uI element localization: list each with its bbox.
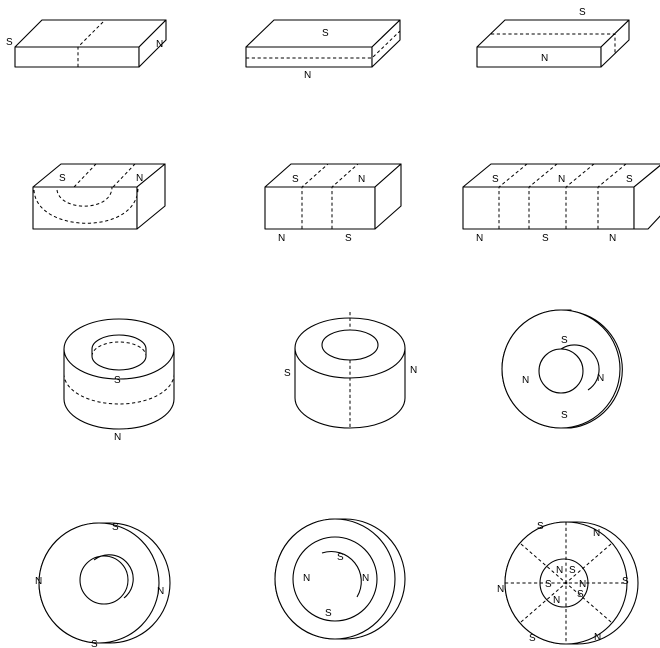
pole-label: S [112, 522, 119, 533]
pole-label: S [292, 174, 299, 185]
ring-face-multipole-outer: S N N S [35, 522, 171, 648]
ring-axial-magnetized: S N [63, 318, 175, 443]
pole-label: S [542, 233, 549, 244]
pole-label: S [561, 410, 568, 421]
pole-label: N [556, 565, 563, 576]
plate-width-magnetized: S N [476, 7, 630, 68]
pole-label: N [594, 632, 601, 643]
pole-label: N [156, 39, 163, 50]
pole-label: N [522, 375, 529, 386]
pole-label: N [362, 573, 369, 584]
pole-label: S [6, 37, 13, 48]
ring-radial-four-pole: S N N S [501, 309, 623, 429]
pole-label: S [579, 7, 586, 18]
plate-thickness-magnetized: S N [245, 19, 401, 81]
pole-label: N [278, 233, 285, 244]
plate-axial-two-pole: S N [6, 19, 167, 68]
pole-label: S [561, 335, 568, 346]
ring-face-multipole-inner: S N N S [274, 518, 406, 640]
pole-label: S [626, 174, 633, 185]
pole-label: N [476, 233, 483, 244]
ring-diametral-magnetized: S N [284, 312, 417, 429]
pole-label: N [553, 595, 560, 606]
pole-label: S [569, 565, 576, 576]
pole-label: N [136, 173, 143, 184]
pole-label: N [593, 528, 600, 539]
pole-label: S [577, 589, 584, 600]
pole-label: S [492, 174, 499, 185]
pole-label: S [345, 233, 352, 244]
pole-label: N [579, 579, 586, 590]
pole-label: S [59, 173, 66, 184]
ring-face-multipole-sectored: S N N S S N N S S N N S [497, 521, 639, 645]
pole-label: N [558, 174, 565, 185]
pole-label: N [497, 584, 504, 595]
pole-label: S [537, 521, 544, 532]
pole-label: S [284, 368, 291, 379]
pole-label: S [325, 608, 332, 619]
pole-label: N [114, 432, 121, 443]
block-multipole-long: S N S N S N [462, 163, 660, 244]
pole-label: S [622, 576, 629, 587]
pole-label: N [157, 586, 164, 597]
pole-label: N [609, 233, 616, 244]
pole-label: N [541, 53, 548, 64]
block-single-face-two-pole: S N [32, 163, 166, 230]
pole-label: N [304, 70, 311, 81]
pole-label: N [35, 576, 42, 587]
pole-label: S [91, 639, 98, 648]
pole-label: S [322, 28, 329, 39]
pole-label: S [337, 552, 344, 563]
pole-label: S [114, 375, 121, 386]
pole-label: N [410, 365, 417, 376]
pole-label: N [303, 573, 310, 584]
pole-label: N [597, 373, 604, 384]
pole-label: S [545, 579, 552, 590]
pole-label: S [529, 633, 536, 644]
block-multipole-two-face: S N N S [264, 163, 402, 244]
pole-label: N [358, 174, 365, 185]
